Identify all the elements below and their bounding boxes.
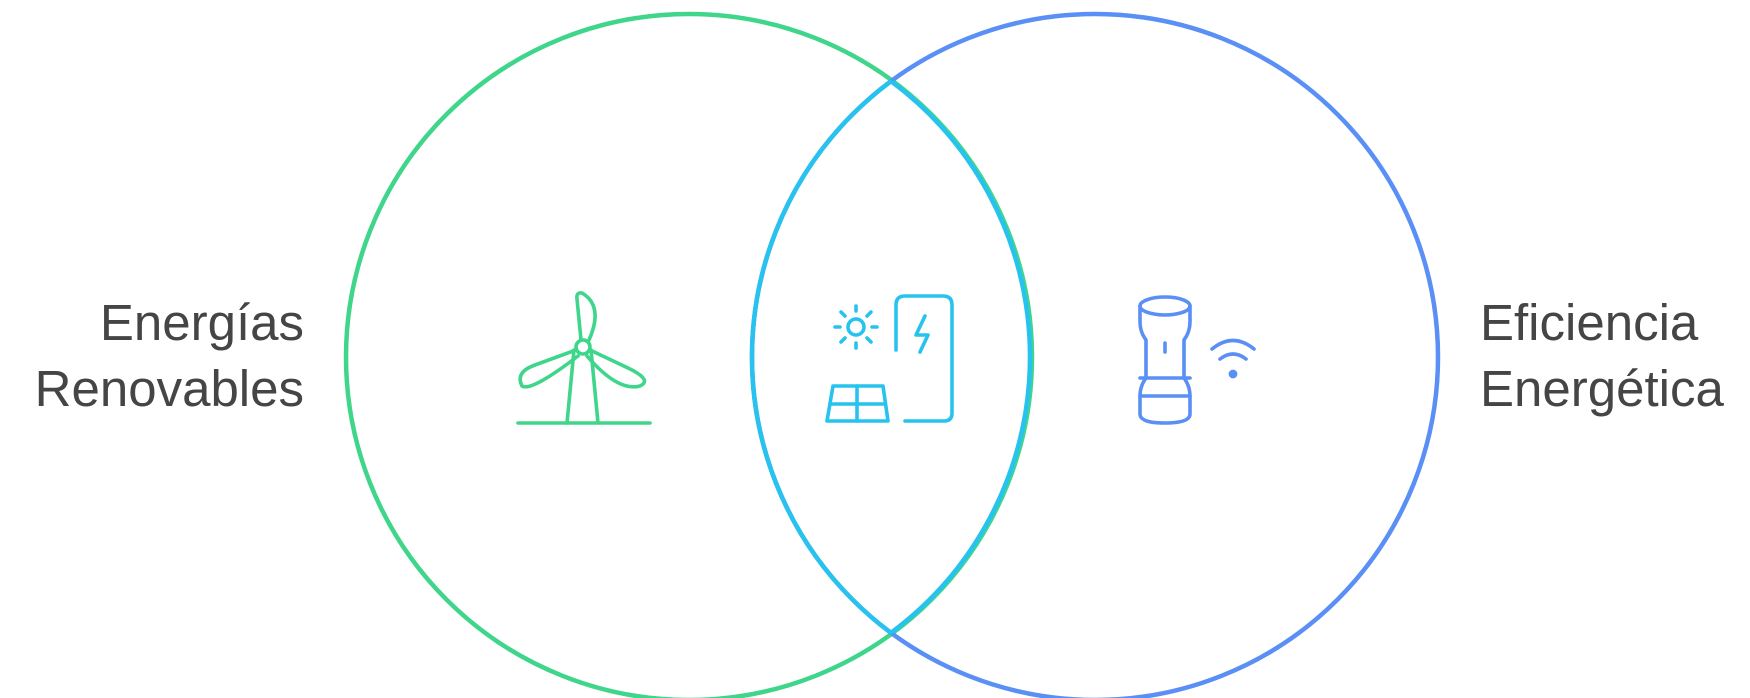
wind-turbine-icon bbox=[516, 291, 652, 425]
renewable-energy-label-line-1: Energías bbox=[99, 294, 304, 351]
renewable-energy-label: Energías Renovables bbox=[35, 290, 304, 422]
solar-panel-charging-station-icon bbox=[825, 294, 954, 423]
intersection-outline bbox=[749, 14, 1033, 698]
energy-efficiency-label: Eficiencia Energética bbox=[1480, 290, 1724, 422]
smart-thermostat-wifi-icon bbox=[1138, 295, 1256, 425]
energy-efficiency-label-line-1: Eficiencia bbox=[1480, 294, 1699, 351]
energy-efficiency-label-line-2: Energética bbox=[1480, 360, 1724, 417]
renewable-energy-label-line-2: Renovables bbox=[34, 360, 304, 417]
energy-efficiency-circle bbox=[749, 11, 1441, 698]
